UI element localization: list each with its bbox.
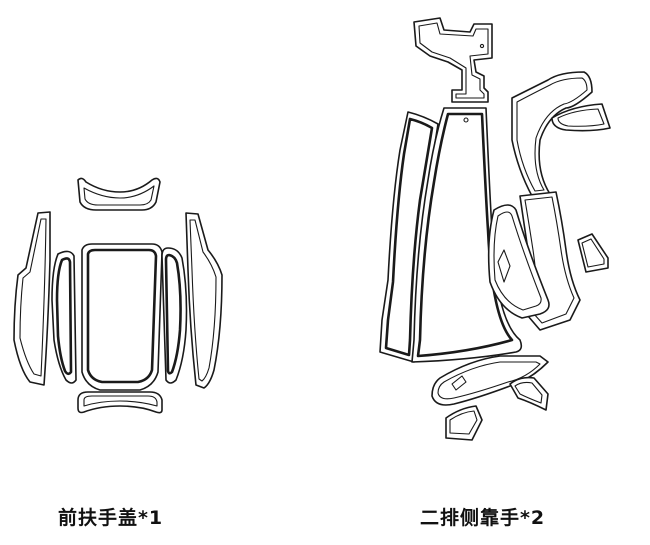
rear-small-trapezoid bbox=[577, 233, 609, 273]
rear-right-hook-piece bbox=[511, 71, 593, 197]
rear-center-wedge bbox=[487, 204, 550, 319]
caption-front-armrest-cover: 前扶手盖*1 bbox=[58, 507, 164, 529]
front-left-middle-strip bbox=[51, 250, 77, 384]
rear-side-armrest-set bbox=[379, 17, 611, 441]
front-bottom-curved-piece bbox=[77, 391, 163, 414]
caption-rear-side-armrest: 二排侧靠手*2 bbox=[420, 507, 546, 529]
front-right-outer-strip bbox=[185, 212, 223, 389]
front-center-piece bbox=[81, 243, 163, 391]
rear-small-right-tab bbox=[551, 103, 611, 132]
front-armrest-cover-set bbox=[13, 177, 223, 414]
rear-top-bracket-piece bbox=[413, 17, 493, 103]
front-right-middle-strip bbox=[161, 247, 188, 384]
rear-lower-hook-piece bbox=[431, 355, 549, 406]
front-left-outer-strip bbox=[13, 211, 51, 386]
rear-bottom-small-tab bbox=[445, 405, 483, 441]
rear-lower-right-piece bbox=[509, 376, 549, 411]
front-top-curved-piece bbox=[77, 177, 161, 211]
